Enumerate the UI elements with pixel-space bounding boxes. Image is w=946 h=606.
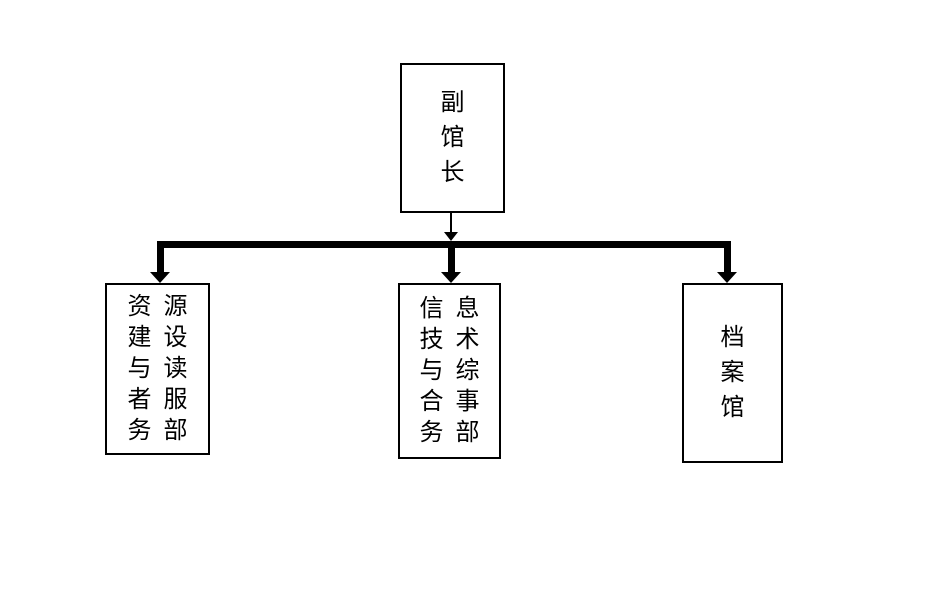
node-text-line: 与综 xyxy=(419,357,492,384)
arrowhead-right-icon xyxy=(717,272,737,283)
node-text-line: 者服 xyxy=(127,386,200,413)
arrowhead-left-icon xyxy=(150,272,170,283)
node-text-line: 资源 xyxy=(127,293,200,320)
node-text-line: 副 xyxy=(440,89,465,116)
node-text-line: 档 xyxy=(720,324,745,351)
connector-drop-left xyxy=(157,241,164,272)
node-text-line: 与读 xyxy=(127,355,200,382)
node-text-line: 技术 xyxy=(419,326,492,353)
arrowhead-root-to-bar-icon xyxy=(444,232,458,241)
connector-root-stem xyxy=(450,213,452,233)
connector-drop-middle xyxy=(448,241,455,272)
org-node-deputy-director: 副 馆 长 xyxy=(400,63,505,213)
node-text-line: 合事 xyxy=(419,388,492,415)
node-text-line: 信息 xyxy=(419,295,492,322)
node-text-line: 务部 xyxy=(127,417,200,444)
node-text-line: 馆 xyxy=(720,394,745,421)
node-text-line: 馆 xyxy=(440,124,465,151)
node-text-line: 案 xyxy=(720,359,745,386)
arrowhead-middle-icon xyxy=(441,272,461,283)
connector-horizontal-bar xyxy=(157,241,731,248)
org-node-it-general-affairs-dept: 信息 技术 与综 合事 务部 xyxy=(398,283,501,459)
org-node-archives: 档 案 馆 xyxy=(682,283,783,463)
node-text-line: 建设 xyxy=(127,324,200,351)
node-text-line: 长 xyxy=(440,159,465,186)
connector-drop-right xyxy=(724,241,731,272)
org-node-resource-reader-service-dept: 资源 建设 与读 者服 务部 xyxy=(105,283,210,455)
node-text-line: 务部 xyxy=(419,419,492,446)
